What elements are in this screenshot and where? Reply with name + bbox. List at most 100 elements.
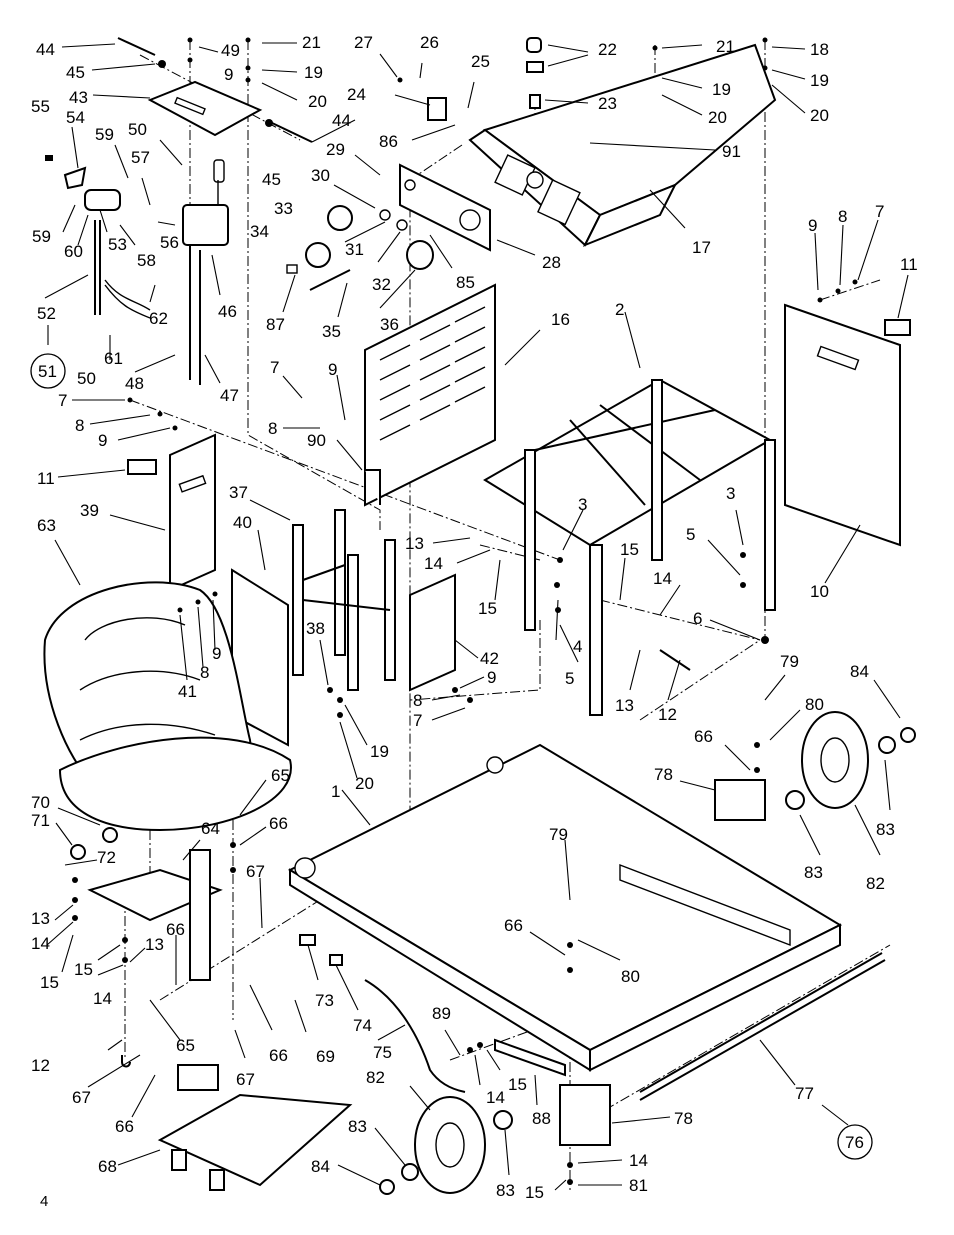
callout-2: 2 [615, 300, 624, 319]
callout-66: 66 [166, 920, 185, 939]
callout-22: 22 [598, 40, 617, 59]
callout-14: 14 [486, 1088, 505, 1107]
callout-21: 21 [302, 33, 321, 52]
part-44-screw [117, 37, 156, 56]
callout-56: 56 [160, 233, 179, 252]
callout-15: 15 [620, 540, 639, 559]
callout-85: 85 [456, 273, 475, 292]
callout-23: 23 [598, 94, 617, 113]
part-90-bracket [365, 469, 381, 505]
part-71-fitting [70, 844, 86, 860]
callout-90: 90 [307, 431, 326, 450]
callout-54: 54 [66, 108, 85, 127]
callout-15: 15 [525, 1183, 544, 1202]
callout-6: 6 [693, 609, 702, 628]
callout-59: 59 [32, 227, 51, 246]
callout-66: 66 [269, 1046, 288, 1065]
callout-59: 59 [95, 125, 114, 144]
callout-15: 15 [74, 960, 93, 979]
part-12-hook-a [121, 1055, 131, 1068]
callout-49: 49 [221, 41, 240, 60]
callout-3: 3 [726, 484, 735, 503]
callout-66: 66 [504, 916, 523, 935]
callout-13: 13 [145, 935, 164, 954]
callout-20: 20 [708, 108, 727, 127]
part-44-screw-b [269, 121, 313, 143]
callout-20: 20 [810, 106, 829, 125]
callout-13: 13 [615, 696, 634, 715]
part-12-hook-b [659, 649, 691, 671]
callout-82: 82 [866, 874, 885, 893]
part-88-bar [494, 1038, 566, 1077]
callout-14: 14 [653, 569, 672, 588]
callout-9: 9 [224, 65, 233, 84]
callout-75: 75 [373, 1043, 392, 1062]
callout-55: 55 [31, 97, 50, 116]
callout-38: 38 [306, 619, 325, 638]
callout-44: 44 [332, 111, 351, 130]
callout-18: 18 [810, 40, 829, 59]
callout-25: 25 [471, 52, 490, 71]
callout-17: 17 [692, 238, 711, 257]
callout-circle-51 [30, 353, 66, 389]
part-64-post [189, 849, 211, 981]
callout-70: 70 [31, 793, 50, 812]
callout-64: 64 [201, 819, 220, 838]
callout-77: 77 [795, 1084, 814, 1103]
callout-57: 57 [131, 148, 150, 167]
callout-20: 20 [308, 92, 327, 111]
callout-14: 14 [93, 989, 112, 1008]
callout-8: 8 [200, 663, 209, 682]
callout-27: 27 [354, 33, 373, 52]
part-10-side-panel [784, 303, 901, 547]
part-45-nut [158, 60, 166, 68]
callout-72: 72 [97, 848, 116, 867]
callout-68: 68 [98, 1157, 117, 1176]
callout-10: 10 [810, 582, 829, 601]
callout-80: 80 [621, 967, 640, 986]
callout-29: 29 [326, 140, 345, 159]
louvers [379, 306, 486, 441]
callout-84: 84 [850, 662, 869, 681]
callout-4: 4 [573, 637, 582, 656]
callout-16: 16 [551, 310, 570, 329]
part-33-gauge [327, 205, 353, 231]
callout-14: 14 [424, 554, 443, 573]
callout-81: 81 [629, 1176, 648, 1195]
callout-53: 53 [108, 235, 127, 254]
callout-9: 9 [487, 668, 496, 687]
part-22-base [526, 61, 544, 73]
part-68-footrest [157, 1064, 353, 1191]
part-54-bracket [63, 166, 87, 190]
callout-3: 3 [578, 495, 587, 514]
part-11-latch-a [127, 459, 157, 475]
callout-58: 58 [137, 251, 156, 270]
callout-20: 20 [355, 774, 374, 793]
part-23-latch [529, 94, 541, 109]
callout-65: 65 [271, 766, 290, 785]
callout-86: 86 [379, 132, 398, 151]
callout-21: 21 [716, 37, 735, 56]
callout-labels: 44 45 43 49 9 21 19 20 44 45 27 26 25 24… [30, 33, 918, 1202]
callout-13: 13 [31, 909, 50, 928]
callout-11: 11 [37, 469, 55, 488]
callout-76: 76 [845, 1133, 864, 1152]
part-42-panel [409, 573, 456, 692]
callout-62: 62 [149, 309, 168, 328]
part-61-cable [104, 279, 151, 311]
callout-79: 79 [780, 652, 799, 671]
callout-50: 50 [77, 369, 96, 388]
callout-7: 7 [413, 711, 422, 730]
callout-52: 52 [37, 304, 56, 323]
callout-42: 42 [480, 649, 499, 668]
callout-51: 51 [38, 362, 57, 381]
callout-12: 12 [31, 1056, 50, 1075]
callout-69: 69 [316, 1047, 335, 1066]
callout-19: 19 [712, 80, 731, 99]
callout-80: 80 [805, 695, 824, 714]
callout-71: 71 [31, 811, 50, 830]
callout-74: 74 [353, 1016, 372, 1035]
part-56-throttle [84, 189, 121, 211]
callout-79: 79 [549, 825, 568, 844]
